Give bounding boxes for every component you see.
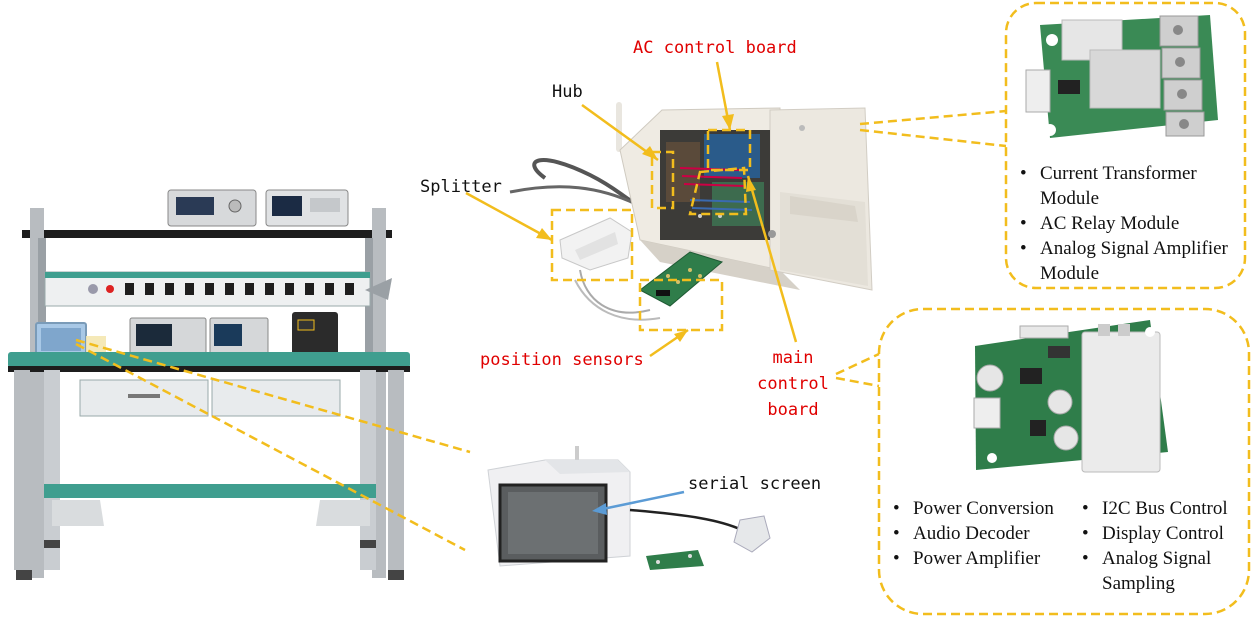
current-transformer-board-photo: [1025, 15, 1218, 138]
serial-screen-label: serial screen: [688, 474, 822, 494]
list-item: AC Relay Module: [1018, 211, 1238, 236]
list-item: I2C Bus Control: [1080, 496, 1248, 521]
hub-highlight: [650, 150, 675, 210]
list-item: Power Conversion: [891, 496, 1071, 521]
screen-connector-bottom: [75, 342, 466, 552]
list-item: Analog Signal Sampling: [1080, 546, 1248, 596]
list-item: Current Transformer Module: [1018, 161, 1238, 211]
main-board-pointer: [746, 175, 798, 343]
workbench-photo: [8, 189, 410, 580]
main-board-connector-top: [835, 352, 880, 376]
callout-boxes: [75, 1, 1251, 616]
screen-connector-top: [75, 338, 471, 454]
ac-control-board-label: AC control board: [633, 38, 797, 58]
bottom-right-left-list: Power Conversion Audio Decoder Power Amp…: [891, 496, 1071, 571]
list-item: Power Amplifier: [891, 546, 1071, 571]
bottom-right-right-list: I2C Bus Control Display Control Analog S…: [1080, 496, 1248, 596]
main-control-board-label-line3: board: [767, 400, 819, 420]
device-enclosure-photo: [509, 102, 873, 321]
list-item: Display Control: [1080, 521, 1248, 546]
hub-label: Hub: [552, 82, 583, 102]
ac-board-connector-bottom: [859, 128, 1007, 148]
serial-screen-photo: [487, 446, 771, 570]
bottom-right-callout-box: [877, 307, 1251, 616]
splitter-label: Splitter: [420, 177, 502, 197]
serial-screen-arrow: [592, 490, 685, 515]
main-board-highlight: [688, 166, 748, 216]
top-right-callout-box: [1004, 1, 1247, 290]
pointer-arrowheads: [536, 114, 756, 342]
position-sensors-label: position sensors: [480, 350, 644, 370]
list-item: Audio Decoder: [891, 521, 1071, 546]
main-control-board-photo: [973, 320, 1168, 473]
list-item: Analog Signal Amplifier Module: [1018, 236, 1238, 286]
splitter-pointer: [465, 191, 553, 242]
top-right-module-list: Current Transformer Module AC Relay Modu…: [1018, 161, 1238, 286]
sensors-highlight: [638, 278, 724, 332]
main-control-board-label-line2: control: [757, 374, 829, 394]
main-control-board-label-line1: main: [772, 348, 814, 368]
main-board-connector-bottom: [835, 376, 880, 388]
splitter-highlight: [550, 208, 634, 282]
ac-board-connector-top: [859, 109, 1007, 126]
